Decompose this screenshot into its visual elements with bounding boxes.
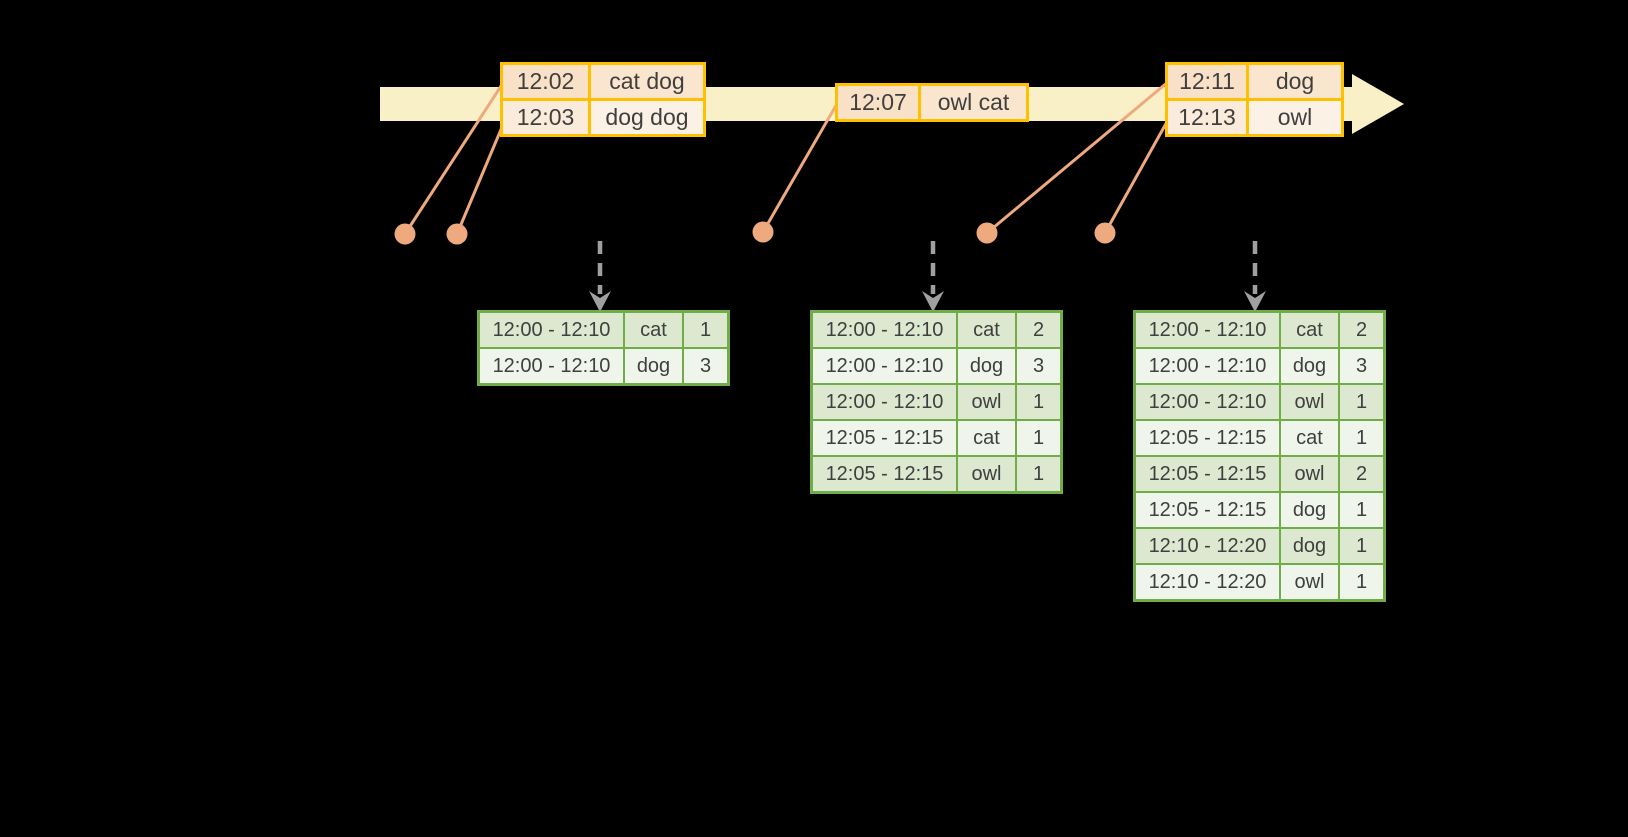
window-cell: 12:05 - 12:15 <box>1133 419 1281 457</box>
connector-line <box>1103 119 1170 234</box>
window-cell: 12:00 - 12:10 <box>477 347 625 386</box>
event-dot <box>446 223 468 245</box>
word-cell: dog <box>623 347 684 386</box>
event-words-cell: cat dog <box>588 62 706 101</box>
count-cell: 2 <box>1338 455 1386 493</box>
count-cell: 1 <box>1338 491 1386 529</box>
word-cell: owl <box>956 383 1017 421</box>
event-dot <box>752 221 774 243</box>
event-time-cell: 12:07 <box>835 83 921 122</box>
window-cell: 12:10 - 12:20 <box>1133 527 1281 565</box>
window-cell: 12:00 - 12:10 <box>1133 310 1281 349</box>
event-words-cell: dog <box>1246 62 1344 101</box>
window-cell: 12:05 - 12:15 <box>1133 455 1281 493</box>
window-cell: 12:00 - 12:10 <box>810 383 958 421</box>
word-cell: dog <box>1279 347 1340 385</box>
word-cell: owl <box>1279 383 1340 421</box>
count-cell: 3 <box>1015 347 1063 385</box>
word-cell: cat <box>1279 310 1340 349</box>
event-time-cell: 12:11 <box>1165 62 1249 101</box>
window-cell: 12:10 - 12:20 <box>1133 563 1281 602</box>
count-cell: 1 <box>1338 383 1386 421</box>
connector-line <box>455 119 507 235</box>
word-cell: owl <box>1279 455 1340 493</box>
event-words-cell: owl <box>1246 98 1344 137</box>
connector-line <box>986 80 1169 235</box>
window-cell: 12:00 - 12:10 <box>810 310 958 349</box>
window-cell: 12:00 - 12:10 <box>1133 347 1281 385</box>
event-dot <box>394 223 416 245</box>
window-cell: 12:00 - 12:10 <box>810 347 958 385</box>
trigger-arrow-head-icon <box>1244 291 1266 312</box>
window-cell: 12:05 - 12:15 <box>1133 491 1281 529</box>
event-dot <box>976 222 998 244</box>
count-cell: 2 <box>1338 310 1386 349</box>
word-cell: cat <box>956 419 1017 457</box>
count-cell: 1 <box>682 310 730 349</box>
count-cell: 3 <box>1338 347 1386 385</box>
word-cell: owl <box>956 455 1017 494</box>
connector-line <box>761 101 840 233</box>
word-cell: owl <box>1279 563 1340 602</box>
trigger-arrow-head-icon <box>589 291 611 312</box>
window-cell: 12:00 - 12:10 <box>1133 383 1281 421</box>
event-words-cell: owl cat <box>918 83 1029 122</box>
count-cell: 1 <box>1338 563 1386 602</box>
count-cell: 2 <box>1015 310 1063 349</box>
count-cell: 1 <box>1338 527 1386 565</box>
word-cell: dog <box>1279 527 1340 565</box>
trigger-arrow-head-icon <box>922 291 944 312</box>
window-cell: 12:00 - 12:10 <box>477 310 625 349</box>
word-cell: cat <box>1279 419 1340 457</box>
count-cell: 1 <box>1015 419 1063 457</box>
window-cell: 12:05 - 12:15 <box>810 419 958 457</box>
count-cell: 1 <box>1015 383 1063 421</box>
connector-line <box>403 82 505 235</box>
word-cell: dog <box>956 347 1017 385</box>
count-cell: 1 <box>1338 419 1386 457</box>
event-dot <box>1094 222 1116 244</box>
event-time-cell: 12:02 <box>500 62 591 101</box>
event-time-cell: 12:13 <box>1165 98 1249 137</box>
word-cell: cat <box>956 310 1017 349</box>
event-time-cell: 12:03 <box>500 98 591 137</box>
event-words-cell: dog dog <box>588 98 706 137</box>
count-cell: 1 <box>1015 455 1063 494</box>
word-cell: cat <box>623 310 684 349</box>
window-cell: 12:05 - 12:15 <box>810 455 958 494</box>
count-cell: 3 <box>682 347 730 386</box>
word-cell: dog <box>1279 491 1340 529</box>
